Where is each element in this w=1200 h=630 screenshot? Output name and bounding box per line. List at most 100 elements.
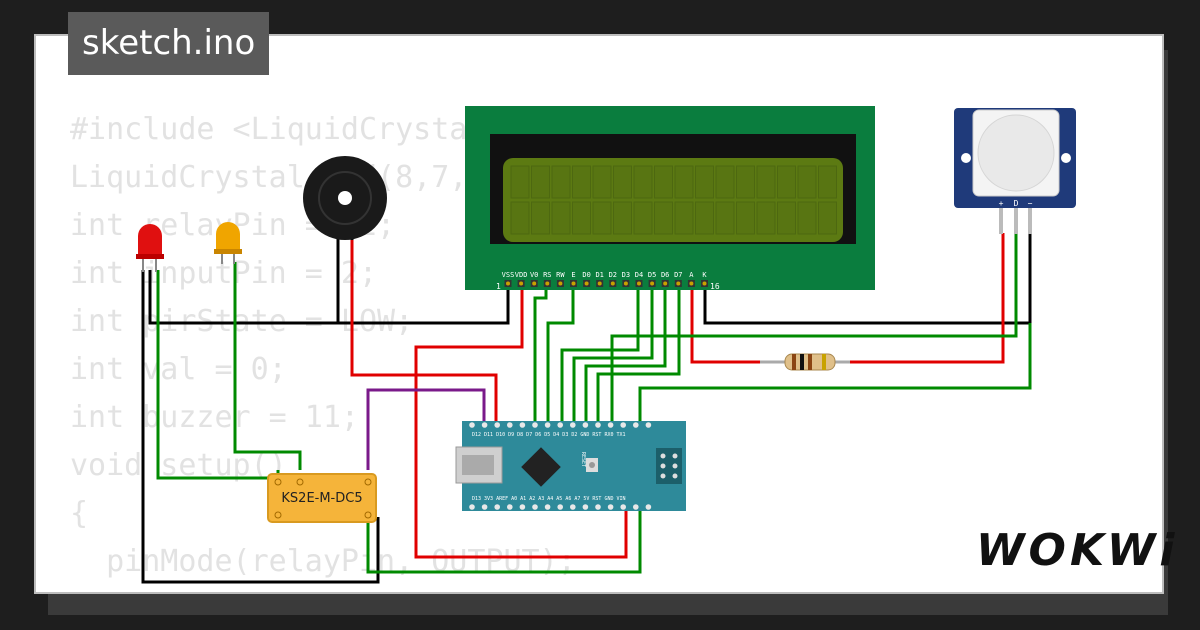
buzzer[interactable] bbox=[303, 156, 387, 240]
code-line: int val = 0; bbox=[70, 352, 287, 387]
lcd-pin-hole bbox=[597, 281, 602, 286]
lcd-cell bbox=[633, 165, 653, 199]
lcd-pin-hole bbox=[558, 281, 563, 286]
lcd-cell bbox=[695, 201, 714, 235]
lcd-cell bbox=[654, 201, 673, 235]
lcd-cell bbox=[572, 201, 591, 235]
nano-pin bbox=[607, 422, 614, 428]
lcd-cell bbox=[797, 165, 817, 199]
wire-green-led-yellow bbox=[233, 262, 302, 470]
lcd-pin-hole bbox=[584, 281, 589, 286]
lcd-pin-label: VSS bbox=[502, 271, 515, 279]
pir-sensor[interactable]: + D − bbox=[954, 108, 1076, 234]
lcd-cell bbox=[510, 201, 530, 235]
nano-pin bbox=[481, 422, 488, 428]
code-line: { bbox=[70, 496, 89, 531]
wire-green-d4 bbox=[560, 283, 640, 424]
nano-pin bbox=[595, 422, 601, 428]
arduino-nano[interactable]: D12 D11 D10 D9 D8 D7 D6 D5 D4 D3 D2 GND … bbox=[455, 421, 686, 511]
lcd-cell bbox=[818, 201, 837, 235]
lcd-pin-label: D0 bbox=[582, 271, 590, 279]
led-yellow[interactable] bbox=[214, 222, 242, 264]
resistor[interactable] bbox=[760, 353, 850, 371]
relay-label: KS2E-M-DC5 bbox=[281, 491, 362, 506]
lcd-pin-label: RW bbox=[556, 271, 565, 279]
nano-pin bbox=[645, 422, 652, 428]
lcd-pin-hole bbox=[610, 281, 615, 286]
nano-pin bbox=[620, 504, 626, 510]
lcd-pin-label: RS bbox=[543, 271, 551, 279]
wire-green-d7 bbox=[596, 283, 681, 424]
lcd-pin-last: 16 bbox=[710, 282, 720, 291]
code-line: int inputPin = 2; bbox=[70, 256, 378, 291]
nano-pin bbox=[570, 504, 576, 510]
chip-icon bbox=[521, 447, 561, 487]
wire-red-buzzer bbox=[350, 230, 498, 424]
relay-module[interactable]: KS2E-M-DC5 bbox=[267, 473, 377, 523]
code-line: int buzzer = 11; bbox=[70, 400, 359, 435]
nano-pin-rows bbox=[469, 422, 652, 510]
lcd-pin-hole bbox=[506, 281, 510, 286]
wire-black-relay bbox=[141, 270, 380, 584]
lcd-cells bbox=[510, 165, 837, 235]
nano-pin bbox=[633, 504, 639, 510]
lcd-cell bbox=[613, 165, 632, 199]
nano-pin bbox=[607, 504, 614, 510]
nano-pin bbox=[557, 504, 563, 510]
nano-pin bbox=[557, 422, 563, 428]
lcd-cell bbox=[531, 201, 550, 235]
lcd-pin-hole bbox=[702, 281, 707, 286]
led-red[interactable] bbox=[136, 224, 164, 272]
lcd-cell bbox=[818, 165, 837, 199]
lcd-cell bbox=[613, 201, 632, 235]
wire-red-pir bbox=[840, 233, 1005, 364]
lcd-pin-label: K bbox=[702, 271, 707, 279]
wire-green-e bbox=[546, 283, 575, 424]
lcd-pin-label: A bbox=[689, 271, 694, 279]
nano-pin bbox=[595, 504, 601, 510]
lcd-pin-label: D6 bbox=[661, 271, 669, 279]
lcd-pin-hole bbox=[663, 281, 668, 286]
lcd-pin-hole bbox=[676, 281, 681, 286]
lcd-cell bbox=[572, 165, 591, 199]
file-name-tab[interactable]: sketch.ino bbox=[68, 12, 270, 75]
nano-pin bbox=[532, 422, 538, 428]
lcd-cell bbox=[736, 201, 755, 235]
lcd-cell bbox=[674, 201, 694, 235]
lcd-pin-hole bbox=[650, 281, 655, 286]
nano-pin bbox=[507, 422, 513, 428]
lcd-cell bbox=[777, 201, 796, 235]
nano-pin bbox=[469, 504, 475, 510]
nano-pin bbox=[570, 422, 576, 428]
lcd-pin-label: D1 bbox=[595, 271, 603, 279]
nano-pin bbox=[620, 422, 626, 428]
pir-pin-gnd: − bbox=[1028, 199, 1033, 208]
nano-pin bbox=[633, 422, 639, 428]
wokwi-logo: WOKWi bbox=[976, 525, 1179, 576]
led-red-icon bbox=[138, 224, 162, 258]
pir-pin-data: D bbox=[1014, 199, 1019, 208]
nano-top-pin-labels: D12 D11 D10 D9 D8 D7 D6 D5 D4 D3 D2 GND … bbox=[472, 432, 626, 438]
lcd-pin-label: VDD bbox=[515, 271, 528, 279]
lcd-pin-label: D2 bbox=[609, 271, 617, 279]
wire-red-vdd bbox=[414, 283, 628, 559]
led-yellow-icon bbox=[216, 222, 240, 252]
nano-pin bbox=[544, 504, 551, 510]
nano-pin bbox=[582, 504, 589, 510]
nano-pin bbox=[494, 504, 501, 510]
lcd-pin-hole bbox=[532, 281, 537, 286]
lcd-cell bbox=[756, 201, 776, 235]
lcd-cell bbox=[715, 201, 735, 235]
wire-red-anode bbox=[690, 283, 790, 364]
lcd-cell bbox=[592, 201, 612, 235]
lcd-cell bbox=[654, 165, 673, 199]
lcd-pin-hole bbox=[545, 281, 550, 286]
lcd-cell bbox=[777, 165, 796, 199]
nano-pin bbox=[507, 504, 513, 510]
lcd-cell bbox=[592, 165, 612, 199]
lcd-cell bbox=[633, 201, 653, 235]
nano-pin bbox=[469, 422, 475, 428]
